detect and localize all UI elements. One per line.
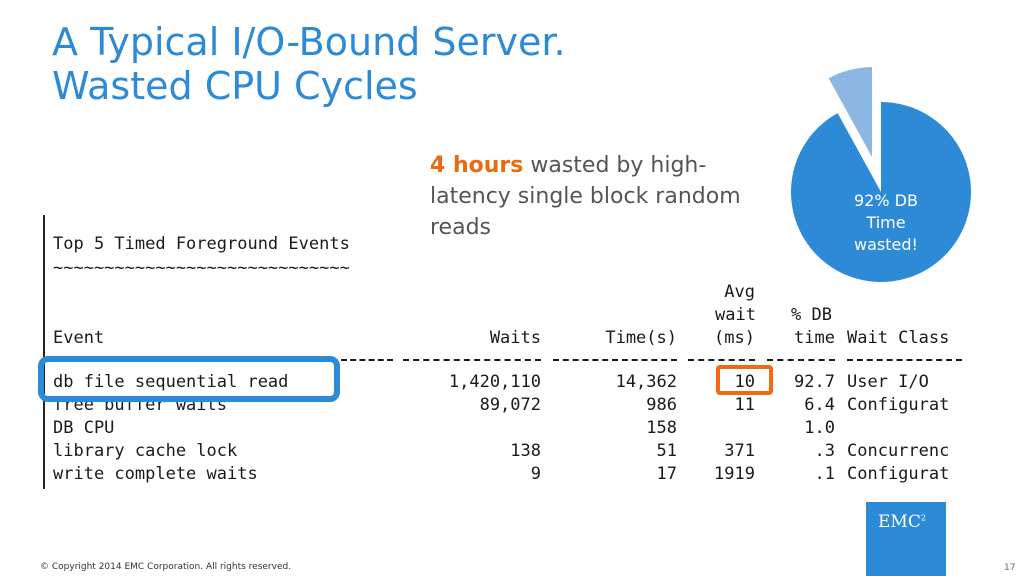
callout-text: 4 hours wasted by high-latency single bl… — [430, 150, 770, 243]
cell-event: write complete waits — [53, 464, 258, 484]
dash-waits — [403, 359, 541, 361]
callout-emphasis: 4 hours — [430, 153, 524, 178]
header-pct-db: % DB — [791, 305, 832, 325]
cell-waits: 138 — [510, 441, 541, 461]
report-tilde-line: ~~~~~~~~~~~~~~~~~~~~~~~~~~~~~ — [53, 258, 350, 278]
header-wait: wait — [715, 305, 756, 325]
highlight-sequential-read — [38, 356, 340, 402]
awr-report-excerpt: Top 5 Timed Foreground Events ~~~~~~~~~~… — [43, 215, 973, 489]
cell-avg-wait: 10 — [734, 372, 755, 392]
pie-label-line-1: 92% DB — [854, 191, 918, 210]
dash-event — [341, 359, 393, 361]
header-wait-class: Wait Class — [847, 328, 950, 348]
cell-wait-class: User I/O — [847, 372, 929, 392]
dash-class — [847, 359, 962, 361]
report-heading-underline: ~~~~~~~~~~~~~~~~~~~~~~~~~~~~~ — [43, 257, 350, 280]
report-heading-text: Top 5 Timed Foreground Events — [53, 234, 350, 254]
header-row-1: Avg — [43, 281, 755, 304]
report-heading: Top 5 Timed Foreground Events — [43, 233, 350, 256]
cell-avg-wait: 11 — [734, 395, 755, 415]
pie-remaining-slice — [828, 67, 873, 158]
cell-time: 17 — [656, 464, 677, 484]
callout-rest: wasted by high-latency single block rand… — [430, 153, 741, 240]
header-separator — [43, 348, 963, 371]
cell-time: 51 — [656, 441, 677, 461]
pie-label: 92% DB Time wasted! — [826, 190, 946, 256]
cell-pct-db-time: 6.4 — [804, 395, 835, 415]
header-avg: Avg — [724, 282, 755, 302]
cell-waits: 89,072 — [479, 395, 541, 415]
header-db-time: time — [794, 328, 835, 348]
dash-pct — [767, 359, 835, 361]
header-event: Event — [53, 328, 105, 348]
cell-waits: 1,420,110 — [448, 372, 541, 392]
header-row-3: Event Waits Time(s) (ms) time Wait Class — [43, 327, 949, 350]
cell-avg-wait: 371 — [724, 441, 755, 461]
slide-title: A Typical I/O-Bound Server. Wasted CPU C… — [52, 20, 772, 108]
pie-wasted-slice — [791, 102, 971, 282]
header-row-2: wait % DB — [43, 304, 832, 327]
copyright-footer: © Copyright 2014 EMC Corporation. All ri… — [40, 562, 292, 572]
cell-event: db file sequential read — [53, 372, 289, 392]
cell-waits: 9 — [530, 464, 541, 484]
cell-wait-class: Configurat — [847, 395, 950, 415]
cell-avg-wait: 1919 — [714, 464, 755, 484]
dash-avg — [688, 359, 755, 361]
pie-label-line-2: Time — [866, 213, 906, 232]
header-ms: (ms) — [714, 328, 755, 348]
page-number: 17 — [1004, 563, 1016, 573]
cell-time: 14,362 — [615, 372, 677, 392]
cell-pct-db-time: 92.7 — [794, 372, 835, 392]
cell-pct-db-time: .1 — [814, 464, 835, 484]
cell-wait-class: Concurrenc — [847, 441, 950, 461]
cell-event: library cache lock — [53, 441, 238, 461]
cell-time: 158 — [646, 418, 677, 438]
header-waits: Waits — [489, 328, 541, 348]
cell-pct-db-time: 1.0 — [804, 418, 835, 438]
cell-wait-class: Configurat — [847, 464, 950, 484]
pie-label-line-3: wasted! — [854, 235, 918, 254]
dash-time — [553, 359, 677, 361]
cell-time: 986 — [646, 395, 677, 415]
header-time: Time(s) — [605, 328, 677, 348]
logo-superscript: 2 — [920, 513, 926, 523]
emc-logo: EMC2 — [866, 502, 946, 576]
emc-logo-text: EMC2 — [878, 512, 926, 532]
logo-wordmark: EMC — [878, 512, 921, 532]
title-line-2: Wasted CPU Cycles — [52, 64, 418, 108]
title-line-1: A Typical I/O-Bound Server. — [52, 20, 566, 64]
cell-pct-db-time: .3 — [814, 441, 835, 461]
cell-event: DB CPU — [53, 418, 115, 438]
highlight-avg-wait — [716, 365, 773, 395]
report-left-border — [43, 215, 45, 489]
db-time-pie-chart — [791, 67, 971, 282]
